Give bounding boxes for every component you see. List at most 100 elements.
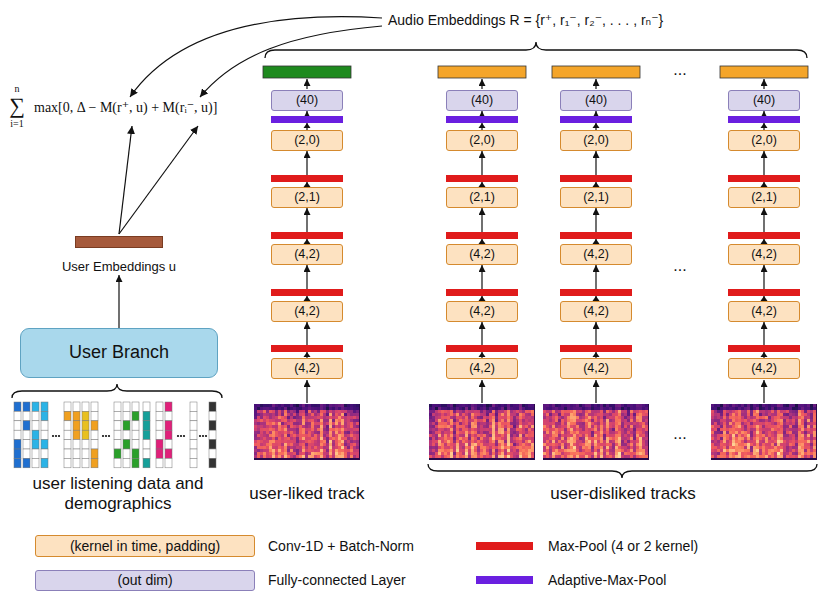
- spectrogram-cell: [281, 431, 284, 434]
- spectrogram-cell: [293, 449, 296, 452]
- spectrogram-cell: [287, 431, 290, 434]
- spectrogram-cell: [498, 416, 501, 419]
- spectrogram-cell: [621, 452, 624, 455]
- spectrogram-cell: [353, 425, 356, 428]
- spectrogram-cell: [513, 449, 516, 452]
- spectrogram-cell: [513, 404, 516, 407]
- spectrogram-cell: [630, 431, 633, 434]
- spectrogram-cell: [507, 431, 510, 434]
- spectrogram-cell: [552, 455, 555, 458]
- spectrogram-cell: [471, 416, 474, 419]
- spectrogram-cell: [720, 422, 723, 425]
- spectrogram-cell: [642, 437, 645, 440]
- spectrogram-cell: [642, 434, 645, 437]
- spectrogram-cell: [278, 443, 281, 446]
- spectrogram-cell: [642, 452, 645, 455]
- spectrogram-cell: [576, 443, 579, 446]
- spectrogram-cell: [582, 413, 585, 416]
- spectrogram-cell: [549, 455, 552, 458]
- spectrogram-cell: [462, 440, 465, 443]
- spectrogram-cell: [489, 422, 492, 425]
- spectrogram-cell: [552, 446, 555, 449]
- spectrogram-cell: [474, 434, 477, 437]
- spectrogram-cell: [441, 449, 444, 452]
- spectrogram-cell: [302, 431, 305, 434]
- spectrogram-cell: [501, 422, 504, 425]
- spectrogram-cell: [555, 449, 558, 452]
- spectrogram-cell: [338, 437, 341, 440]
- spectrogram-cell: [260, 419, 263, 422]
- spectrogram-cell: [555, 428, 558, 431]
- spectrogram-cell: [266, 455, 269, 458]
- spectrogram-cell: [594, 449, 597, 452]
- spectrogram-cell: [582, 416, 585, 419]
- spectrogram-cell: [717, 455, 720, 458]
- spectrogram-cell: [561, 437, 564, 440]
- spectrogram-cell: [624, 434, 627, 437]
- spectrogram-cell: [275, 440, 278, 443]
- spectrogram-cell: [525, 449, 528, 452]
- spectrogram-cell: [609, 404, 612, 407]
- spectrogram-cell: [441, 410, 444, 413]
- spectrogram-cell: [588, 410, 591, 413]
- spectrogram-cell: [432, 428, 435, 431]
- spectrogram-cell: [447, 404, 450, 407]
- spectrogram-cell: [260, 449, 263, 452]
- spectrogram-cell: [636, 422, 639, 425]
- spectrogram-cell: [308, 410, 311, 413]
- spectrogram-cell: [281, 440, 284, 443]
- spectrogram-cell: [320, 425, 323, 428]
- spectrogram-cell: [567, 404, 570, 407]
- spectrogram-cell: [287, 410, 290, 413]
- spectrogram-cell: [552, 407, 555, 410]
- spectrogram-cell: [543, 413, 546, 416]
- spectrogram-cell: [272, 425, 275, 428]
- spectrogram-cell: [353, 449, 356, 452]
- spectrogram-cell: [618, 419, 621, 422]
- spectrogram-cell: [531, 416, 534, 419]
- spectrogram-cell: [543, 416, 546, 419]
- spectrogram-cell: [272, 407, 275, 410]
- spectrogram-cell: [314, 437, 317, 440]
- spectrogram-cell: [462, 428, 465, 431]
- spectrogram-cell: [435, 410, 438, 413]
- spectrogram-cell: [456, 446, 459, 449]
- spectrogram-cell: [606, 407, 609, 410]
- spectrogram-cell: [510, 449, 513, 452]
- spectrogram-cell: [636, 449, 639, 452]
- spectrogram-cell: [296, 413, 299, 416]
- spectrogram-cell: [525, 428, 528, 431]
- spectrogram-cell: [723, 446, 726, 449]
- spectrogram-cell: [341, 413, 344, 416]
- spectrogram-cell: [465, 407, 468, 410]
- spectrogram-cell: [438, 428, 441, 431]
- spectrogram-cell: [263, 410, 266, 413]
- spectrogram-cell: [432, 410, 435, 413]
- spectrogram-cell: [714, 407, 717, 410]
- spectrogram-cell: [507, 407, 510, 410]
- spectrogram-cell: [723, 452, 726, 455]
- spectrogram-cell: [630, 428, 633, 431]
- spectrogram-cell: [519, 455, 522, 458]
- spectrogram-cell: [266, 431, 269, 434]
- spectrogram-cell: [335, 434, 338, 437]
- spectrogram-cell: [594, 452, 597, 455]
- spectrogram-cell: [723, 440, 726, 443]
- spectrogram-cell: [642, 425, 645, 428]
- spectrogram-cell: [519, 407, 522, 410]
- spectrogram-cell: [495, 413, 498, 416]
- spectrogram-cell: [311, 419, 314, 422]
- spectrogram-cell: [296, 449, 299, 452]
- spectrogram-cell: [612, 428, 615, 431]
- spectrogram-cell: [624, 407, 627, 410]
- spectrogram-cell: [281, 410, 284, 413]
- spectrogram-cell: [624, 443, 627, 446]
- spectrogram-cell: [531, 407, 534, 410]
- spectrogram-cell: [447, 446, 450, 449]
- spectrogram-cell: [558, 419, 561, 422]
- spectrogram-cell: [711, 455, 714, 458]
- spectrogram-cell: [591, 446, 594, 449]
- spectrogram-cell: [275, 446, 278, 449]
- spectrogram-cell: [564, 428, 567, 431]
- spectrogram-cell: [296, 422, 299, 425]
